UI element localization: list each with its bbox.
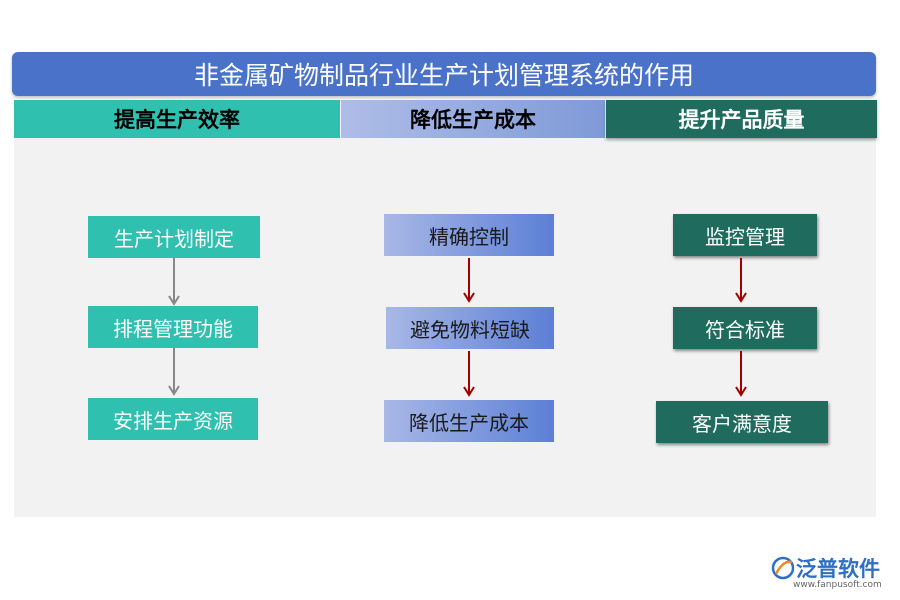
node-plan-making: 生产计划制定: [88, 216, 260, 258]
column-header-efficiency: 提高生产效率: [14, 100, 340, 138]
node-customer-satisfaction: 客户满意度: [656, 401, 828, 443]
arrow-c1-2-head: [168, 385, 180, 396]
node-monitoring: 监控管理: [673, 214, 817, 256]
column-header-cost: 降低生产成本: [341, 100, 605, 138]
logo-url: www.fanpusoft.com: [793, 580, 882, 590]
node-precise-control: 精确控制: [384, 214, 554, 256]
node-standards: 符合标准: [673, 307, 817, 349]
brand-logo: 泛普软件: [770, 553, 880, 583]
logo-name: 泛普软件: [796, 557, 880, 581]
arrow-c1-1-head: [168, 295, 180, 306]
arrow-c2-2-head: [463, 386, 475, 397]
node-reduce-cost: 降低生产成本: [384, 400, 554, 442]
arrow-c2-1-head: [463, 292, 475, 303]
node-scheduling: 排程管理功能: [88, 306, 258, 348]
arrow-c3-2-head: [735, 386, 747, 397]
diagram-title: 非金属矿物制品行业生产计划管理系统的作用: [12, 52, 876, 96]
column-header-quality: 提升产品质量: [606, 100, 877, 138]
node-resource-allocation: 安排生产资源: [88, 398, 258, 440]
node-avoid-shortage: 避免物料短缺: [386, 307, 554, 349]
arrow-c3-1-head: [735, 292, 747, 303]
logo-icon: [771, 556, 795, 580]
